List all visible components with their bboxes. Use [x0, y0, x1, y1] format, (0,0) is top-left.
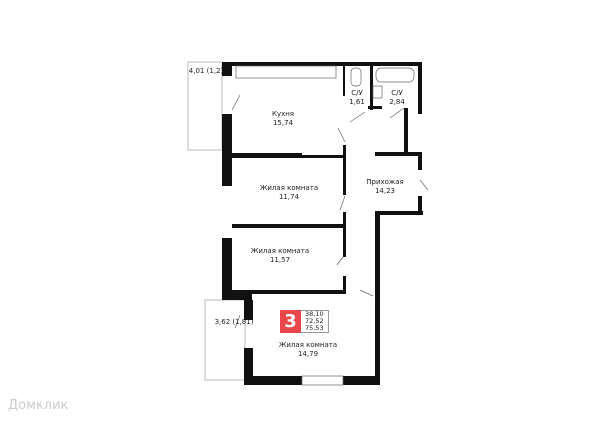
area-summary: 38,10 72,52 75,53	[301, 310, 329, 333]
living-area: 38,10	[305, 310, 324, 318]
room-area: 2,84	[389, 98, 405, 106]
total-area: 72,52	[305, 317, 324, 325]
total-area-with-balcony: 75,53	[305, 324, 324, 332]
balconies	[187, 61, 246, 381]
apartment-badge: 3 38,10 72,52 75,53	[280, 310, 329, 333]
room-name: С/У	[391, 89, 403, 97]
room-name: Прихожая	[366, 178, 404, 186]
room-name: Кухня	[271, 110, 295, 118]
room-name: Жилая комната	[259, 184, 319, 192]
balcony-2-area: 3,62 (1,81)	[214, 318, 254, 326]
room-name: С/У	[351, 89, 363, 97]
room-area: 1,61	[349, 98, 365, 106]
room-area: 15,74	[272, 119, 294, 127]
room-area: 14,23	[374, 187, 396, 195]
watermark: Домклик	[8, 398, 69, 413]
fixtures	[231, 65, 429, 386]
room-name: Жилая комната	[278, 341, 338, 349]
room-area: 11,57	[269, 256, 291, 264]
walls	[222, 62, 423, 385]
room-name: Жилая комната	[250, 247, 310, 255]
room-count: 3	[280, 310, 301, 333]
balcony-1-area: 4,01 (1,2)	[188, 67, 224, 75]
room-area: 14,79	[297, 350, 319, 358]
room-area: 11,74	[278, 193, 300, 201]
